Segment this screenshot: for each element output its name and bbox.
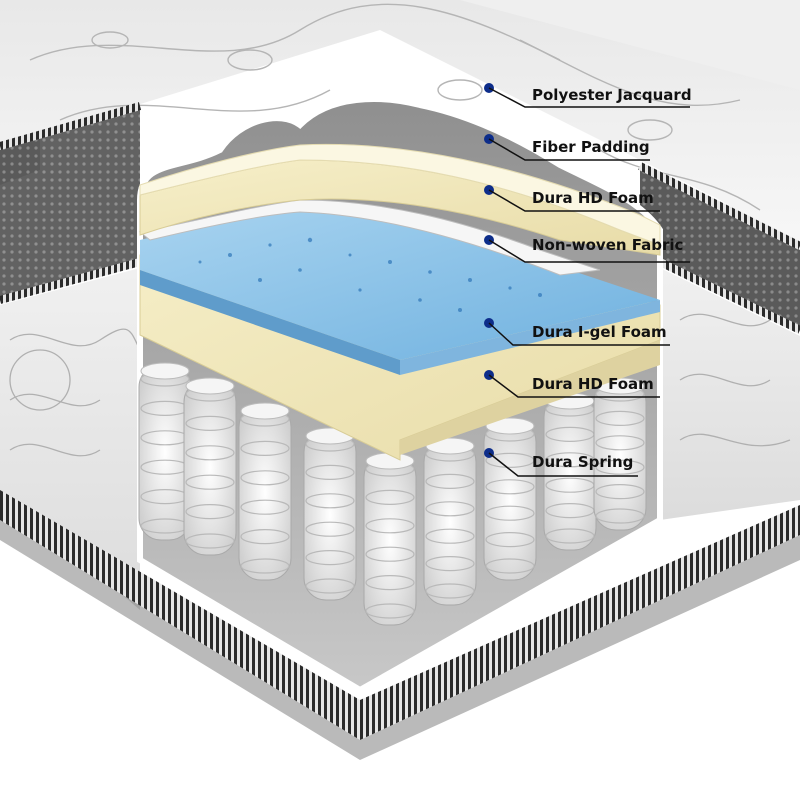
fiber-padding-layer [139, 143, 661, 246]
pocket-spring [483, 417, 537, 581]
callout-dura-hd-foam-bottom: Dura HD Foam [484, 370, 660, 398]
callout-leader [488, 189, 660, 212]
callout-label: Dura HD Foam [532, 189, 654, 207]
callout-leader [488, 87, 690, 108]
callout-dura-i-gel-foam: Dura I-gel Foam [484, 318, 670, 346]
pocket-spring [363, 452, 417, 626]
non-woven-fabric-layer [138, 199, 601, 276]
pillow-top-border [0, 102, 800, 334]
callout-label: Dura I-gel Foam [532, 323, 667, 341]
callout-non-woven-fabric: Non-woven Fabric [484, 235, 690, 263]
callout-labels: Polyester Jacquard Fiber Padding Dura HD… [484, 83, 692, 477]
callout-leader [488, 138, 650, 161]
callout-polyester-jacquard: Polyester Jacquard [484, 83, 692, 108]
pocket-spring [183, 377, 237, 556]
pocket-spring [543, 392, 597, 551]
callout-label: Dura HD Foam [532, 375, 654, 393]
callout-dura-hd-foam-top: Dura HD Foam [484, 185, 660, 212]
callout-fiber-padding: Fiber Padding [484, 134, 650, 161]
callout-label: Fiber Padding [532, 138, 650, 156]
callout-label: Dura Spring [532, 453, 633, 471]
pocket-spring [593, 377, 647, 531]
foam-layers [138, 143, 661, 461]
pocket-spring [423, 437, 477, 606]
mattress-side-panels [0, 268, 800, 610]
pocket-spring [303, 427, 357, 601]
mattress-top-panel [0, 0, 800, 250]
callout-leader [488, 452, 638, 477]
pocket-spring [238, 402, 292, 581]
callout-leader [488, 322, 670, 346]
pocket-spring [138, 362, 192, 541]
pocket-springs-group [138, 362, 647, 626]
callout-leader [488, 374, 660, 398]
callout-leader [488, 239, 690, 263]
callout-label: Non-woven Fabric [532, 236, 683, 254]
mattress-bottom-edge [0, 490, 800, 760]
callout-dura-spring: Dura Spring [484, 448, 638, 477]
callout-label: Polyester Jacquard [532, 86, 692, 104]
